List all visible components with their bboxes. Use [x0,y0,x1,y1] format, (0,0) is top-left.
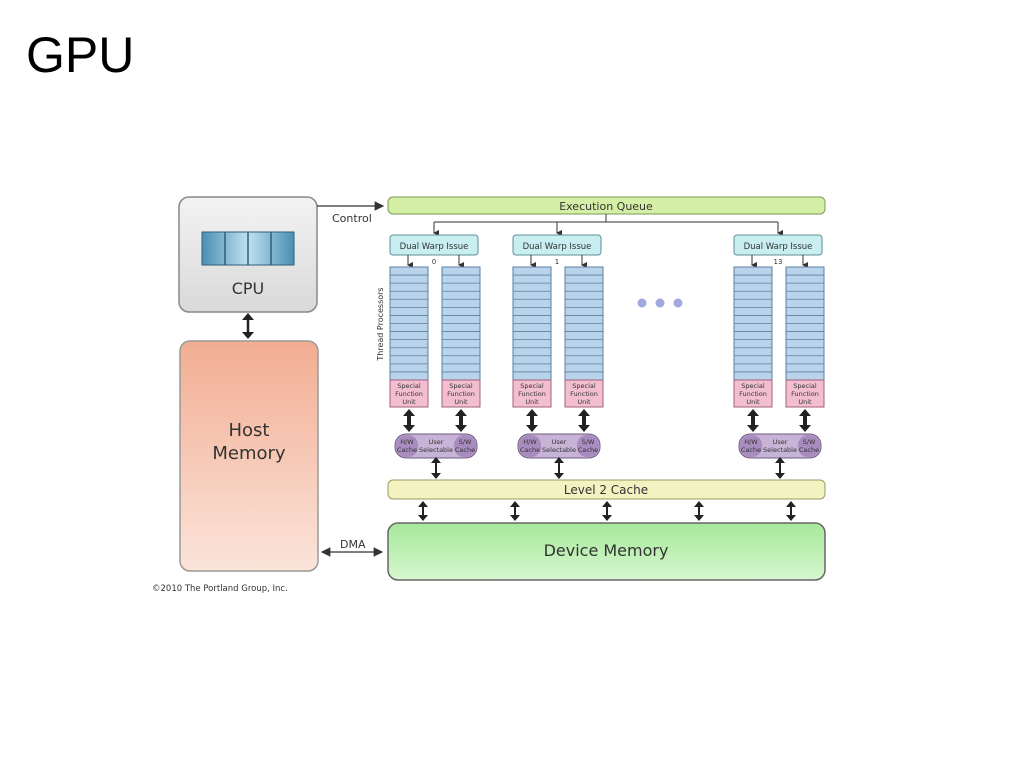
l2-device-arrows [418,501,796,521]
sfu-label-line2: Function [395,390,423,398]
user-selectable-label-line2: Selectable [419,446,453,454]
multiprocessor-index: 13 [774,258,783,266]
hw-cache-label-line1: H/W [744,438,758,446]
hw-cache-label-line2: Cache [520,446,540,454]
cpu-host-arrow [242,313,254,339]
dma-arrow: DMA [320,538,384,557]
device-memory: Device Memory [387,522,826,581]
cache-l2-arrows [431,457,785,479]
sfu-label-line3: Unit [798,398,812,406]
dual-warp-issue-box [512,234,602,256]
copyright-note: ©2010 The Portland Group, Inc. [152,584,288,594]
hw-cache-label-line1: H/W [523,438,537,446]
dual-warp-issue-label: Dual Warp Issue [523,242,592,252]
cpu-label: CPU [232,279,265,298]
sfu-label-line3: Unit [577,398,591,406]
sfu-label-line2: Function [447,390,475,398]
multiprocessor-index: 0 [432,258,436,266]
control-label: Control [332,212,372,225]
dual-warp-issue-label: Dual Warp Issue [400,242,469,252]
special-function-unit [441,379,481,408]
sfu-label-line2: Function [791,390,819,398]
multiprocessor-index: 1 [555,258,559,266]
execution-queue: Execution Queue [387,196,826,236]
dual-warp-issue-box [389,234,479,256]
sfu-label-line1: Special [741,382,765,390]
sfu-label-line2: Function [570,390,598,398]
hw-cache-label-line2: Cache [397,446,417,454]
sfu-label-line3: Unit [454,398,468,406]
dual-warp-issue-box [733,234,823,256]
level2-cache: Level 2 Cache [387,479,826,500]
sw-cache-label-line1: S/W [803,438,816,446]
host-memory-label-line2: Memory [212,443,286,464]
sfu-label-line3: Unit [525,398,539,406]
special-function-unit [733,379,773,408]
execution-queue-label: Execution Queue [559,200,653,213]
device-memory-label: Device Memory [544,541,669,560]
control-arrow: Control [317,201,385,225]
sfu-label-line1: Special [793,382,817,390]
hw-cache-label-line1: H/W [400,438,414,446]
sfu-label-line1: Special [397,382,421,390]
sw-cache-label-line2: Cache [455,446,475,454]
sfu-label-line3: Unit [402,398,416,406]
user-selectable-label-line2: Selectable [763,446,797,454]
user-selectable-label-line1: User [429,438,444,446]
special-function-unit [512,379,552,408]
multiprocessor-13: Dual Warp Issue13SpecialFunctionUnitSpec… [733,234,825,459]
user-selectable-label-line1: User [773,438,788,446]
special-function-unit [389,379,429,408]
sfu-label-line2: Function [518,390,546,398]
ellipsis-dots [637,298,683,308]
sw-cache-label-line2: Cache [578,446,598,454]
dma-label: DMA [340,538,366,551]
cpu-block: CPU [178,196,318,313]
sfu-label-line1: Special [572,382,596,390]
user-selectable-label-line1: User [552,438,567,446]
dual-warp-issue-label: Dual Warp Issue [744,242,813,252]
sw-cache-label-line2: Cache [799,446,819,454]
multiprocessor-0: Dual Warp Issue0SpecialFunctionUnitSpeci… [389,234,481,459]
sfu-label-line1: Special [520,382,544,390]
host-memory-label-line1: Host [229,420,270,441]
sw-cache-label-line1: S/W [459,438,472,446]
sfu-label-line1: Special [449,382,473,390]
hw-cache-label-line2: Cache [741,446,761,454]
special-function-unit [564,379,604,408]
slide-title: GPU [26,27,135,83]
thread-processors-label: Thread Processors [376,287,385,361]
user-selectable-label-line2: Selectable [542,446,576,454]
level2-cache-label: Level 2 Cache [564,483,648,497]
sfu-label-line2: Function [739,390,767,398]
sw-cache-label-line1: S/W [582,438,595,446]
multiprocessor-1: Dual Warp Issue1SpecialFunctionUnitSpeci… [512,234,604,459]
host-memory-block: Host Memory [179,340,319,572]
special-function-unit [785,379,825,408]
host-memory-box [179,340,319,572]
sfu-label-line3: Unit [746,398,760,406]
